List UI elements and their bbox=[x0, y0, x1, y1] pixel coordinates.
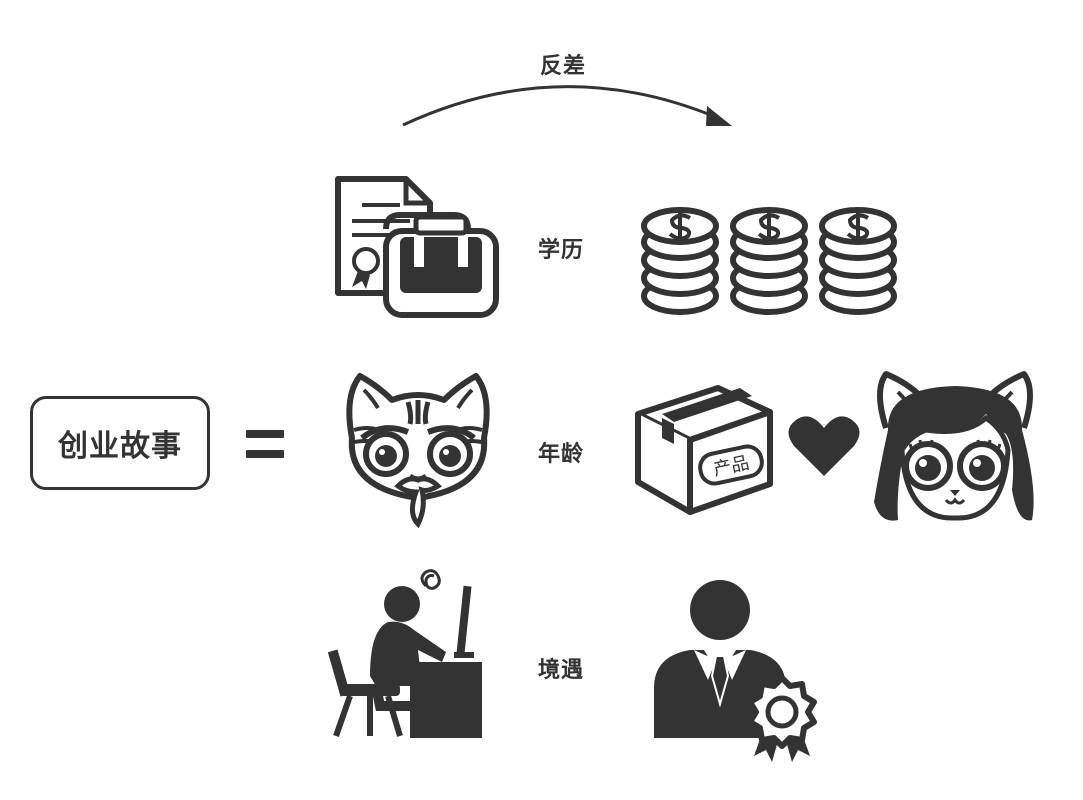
startup-story-box: 创业故事 bbox=[30, 396, 210, 490]
coin-stacks-icon bbox=[641, 207, 897, 315]
age-label: 年龄 bbox=[538, 442, 585, 467]
situation-label: 境遇 bbox=[538, 658, 585, 683]
contrast-label: 反差 bbox=[540, 54, 587, 79]
diploma-backpack-icon bbox=[335, 176, 499, 318]
old-cat-face-icon bbox=[346, 373, 490, 529]
businessman-award-icon bbox=[654, 580, 817, 762]
education-label: 学历 bbox=[538, 238, 585, 263]
product-box-icon: 产品 bbox=[635, 385, 773, 515]
stressed-worker-desk-icon bbox=[327, 569, 482, 738]
heart-icon bbox=[788, 416, 860, 476]
girl-cat-face-icon bbox=[874, 371, 1034, 521]
equals-sign bbox=[246, 430, 284, 460]
